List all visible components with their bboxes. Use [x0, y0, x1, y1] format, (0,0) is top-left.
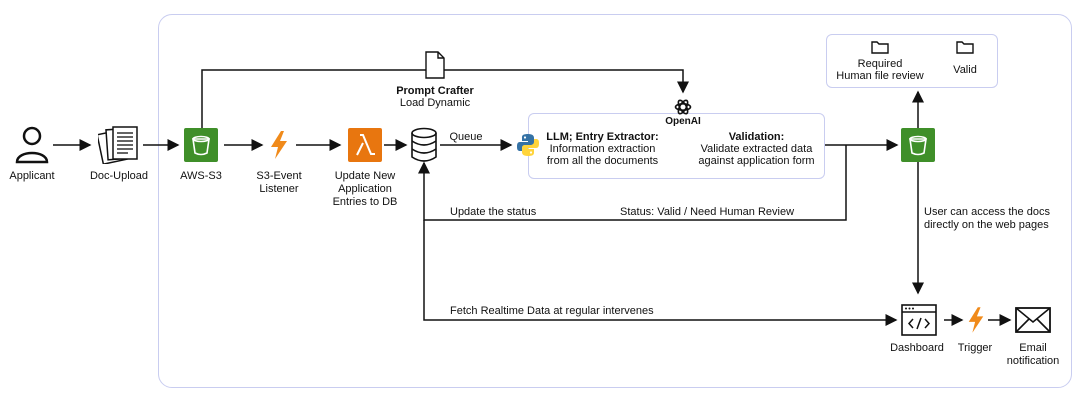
email-label-1: Email — [1019, 342, 1047, 354]
update-status-label: Update the status — [450, 206, 537, 218]
queue-label: Queue — [449, 131, 483, 143]
fetch-realtime-label: Fetch Realtime Data at regular intervene… — [450, 305, 654, 317]
update-db-label-1: Update New — [334, 170, 396, 182]
openai-logo-icon — [674, 99, 692, 115]
aws-s3-label: AWS-S3 — [180, 170, 222, 182]
trigger-label: Trigger — [957, 342, 993, 354]
llm-desc-1: Information extraction — [549, 143, 656, 155]
validation-desc-1: Validate extracted data — [700, 143, 813, 155]
llm-title: LLM; Entry Extractor: — [546, 131, 659, 143]
prompt-crafter-sub: Load Dynamic — [399, 97, 471, 109]
email-label-2: notification — [1006, 355, 1060, 367]
python-icon — [517, 134, 539, 156]
user-access-label-1: User can access the docs — [924, 206, 1050, 218]
email-envelope-icon — [1015, 307, 1051, 333]
s3-event-label-1: S3-Event — [256, 170, 302, 182]
s3-bucket-icon — [184, 128, 218, 162]
doc-upload-label: Doc-Upload — [89, 170, 149, 182]
folder-icon-valid — [956, 41, 974, 54]
folder-icon-review — [871, 41, 889, 54]
document-icon — [425, 51, 445, 79]
lambda-icon — [348, 128, 382, 162]
dashboard-code-icon — [901, 304, 937, 336]
person-icon — [15, 126, 49, 164]
openai-label: OpenAI — [665, 116, 701, 127]
required-review-label-1: Required — [857, 58, 903, 70]
folders-box — [826, 34, 998, 88]
required-review-label-2: Human file review — [836, 70, 924, 82]
arrow-status-update — [418, 145, 847, 221]
lightning-icon — [271, 131, 287, 159]
arrow-fetch-realtime — [423, 220, 898, 326]
trigger-lightning-icon — [968, 307, 984, 333]
applicant-label: Applicant — [9, 170, 55, 182]
database-icon — [411, 127, 437, 162]
documents-icon — [98, 126, 138, 164]
prompt-crafter-title: Prompt Crafter — [396, 85, 474, 97]
update-db-label-2: Application — [338, 183, 392, 195]
validation-title: Validation: — [728, 131, 785, 143]
llm-validation-box — [528, 113, 825, 179]
dashboard-label: Dashboard — [890, 342, 944, 354]
s3-event-label-2: Listener — [259, 183, 299, 195]
status-values-label: Status: Valid / Need Human Review — [620, 206, 795, 218]
valid-label: Valid — [953, 64, 977, 76]
validation-desc-2: against application form — [698, 155, 815, 167]
s3-bucket-icon-output — [901, 128, 935, 162]
update-db-label-3: Entries to DB — [332, 196, 398, 208]
llm-desc-2: from all the documents — [546, 155, 659, 167]
user-access-label-2: directly on the web pages — [924, 219, 1049, 231]
